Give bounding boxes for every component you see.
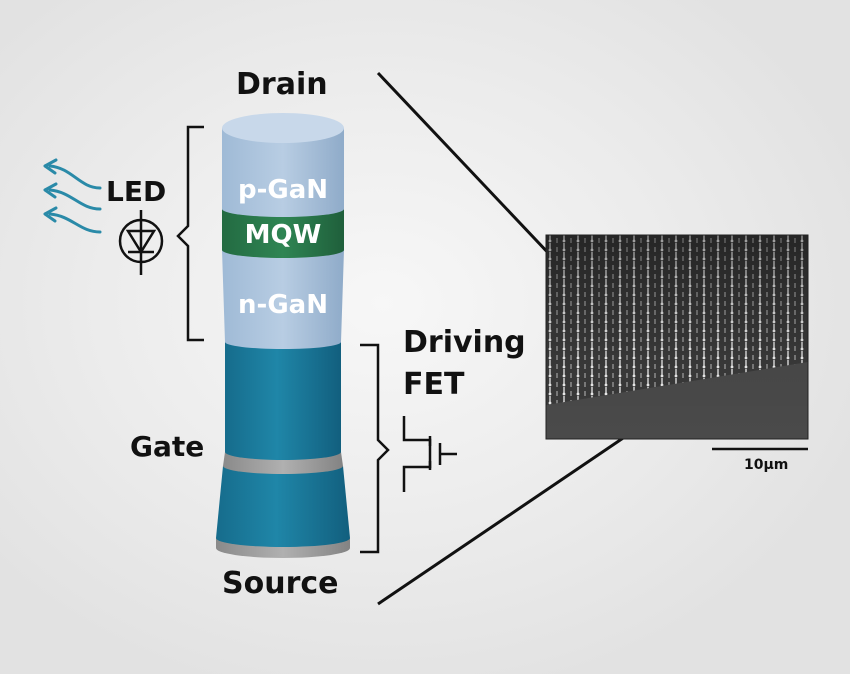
diode-symbol-icon — [118, 210, 164, 275]
drain-top-cap — [222, 113, 344, 143]
n-gan-label: n-GaN — [238, 290, 328, 320]
n-gan-layer — [222, 250, 344, 349]
fet-label: FET — [403, 367, 465, 402]
p-gan-label: p-GaN — [238, 175, 328, 205]
fet-transistor-symbol-icon — [402, 416, 457, 492]
mqw-layer — [222, 209, 344, 258]
fet-bracket — [360, 343, 390, 554]
scale-label: 10µm — [744, 457, 789, 473]
nanowire-column: p-GaN MQW n-GaN — [216, 113, 350, 558]
fet-body-upper — [225, 342, 341, 460]
p-gan-layer — [222, 128, 344, 217]
sem-image — [545, 234, 809, 440]
gate-label: Gate — [130, 430, 205, 463]
fet-body-lower — [216, 466, 350, 547]
source-label: Source — [222, 566, 339, 601]
led-label: LED — [106, 175, 167, 208]
driving-label: Driving — [403, 325, 526, 360]
drain-label: Drain — [236, 67, 328, 102]
mqw-label: MQW — [245, 220, 322, 250]
light-emission-arrows-icon — [43, 158, 102, 234]
led-bracket — [176, 125, 204, 342]
